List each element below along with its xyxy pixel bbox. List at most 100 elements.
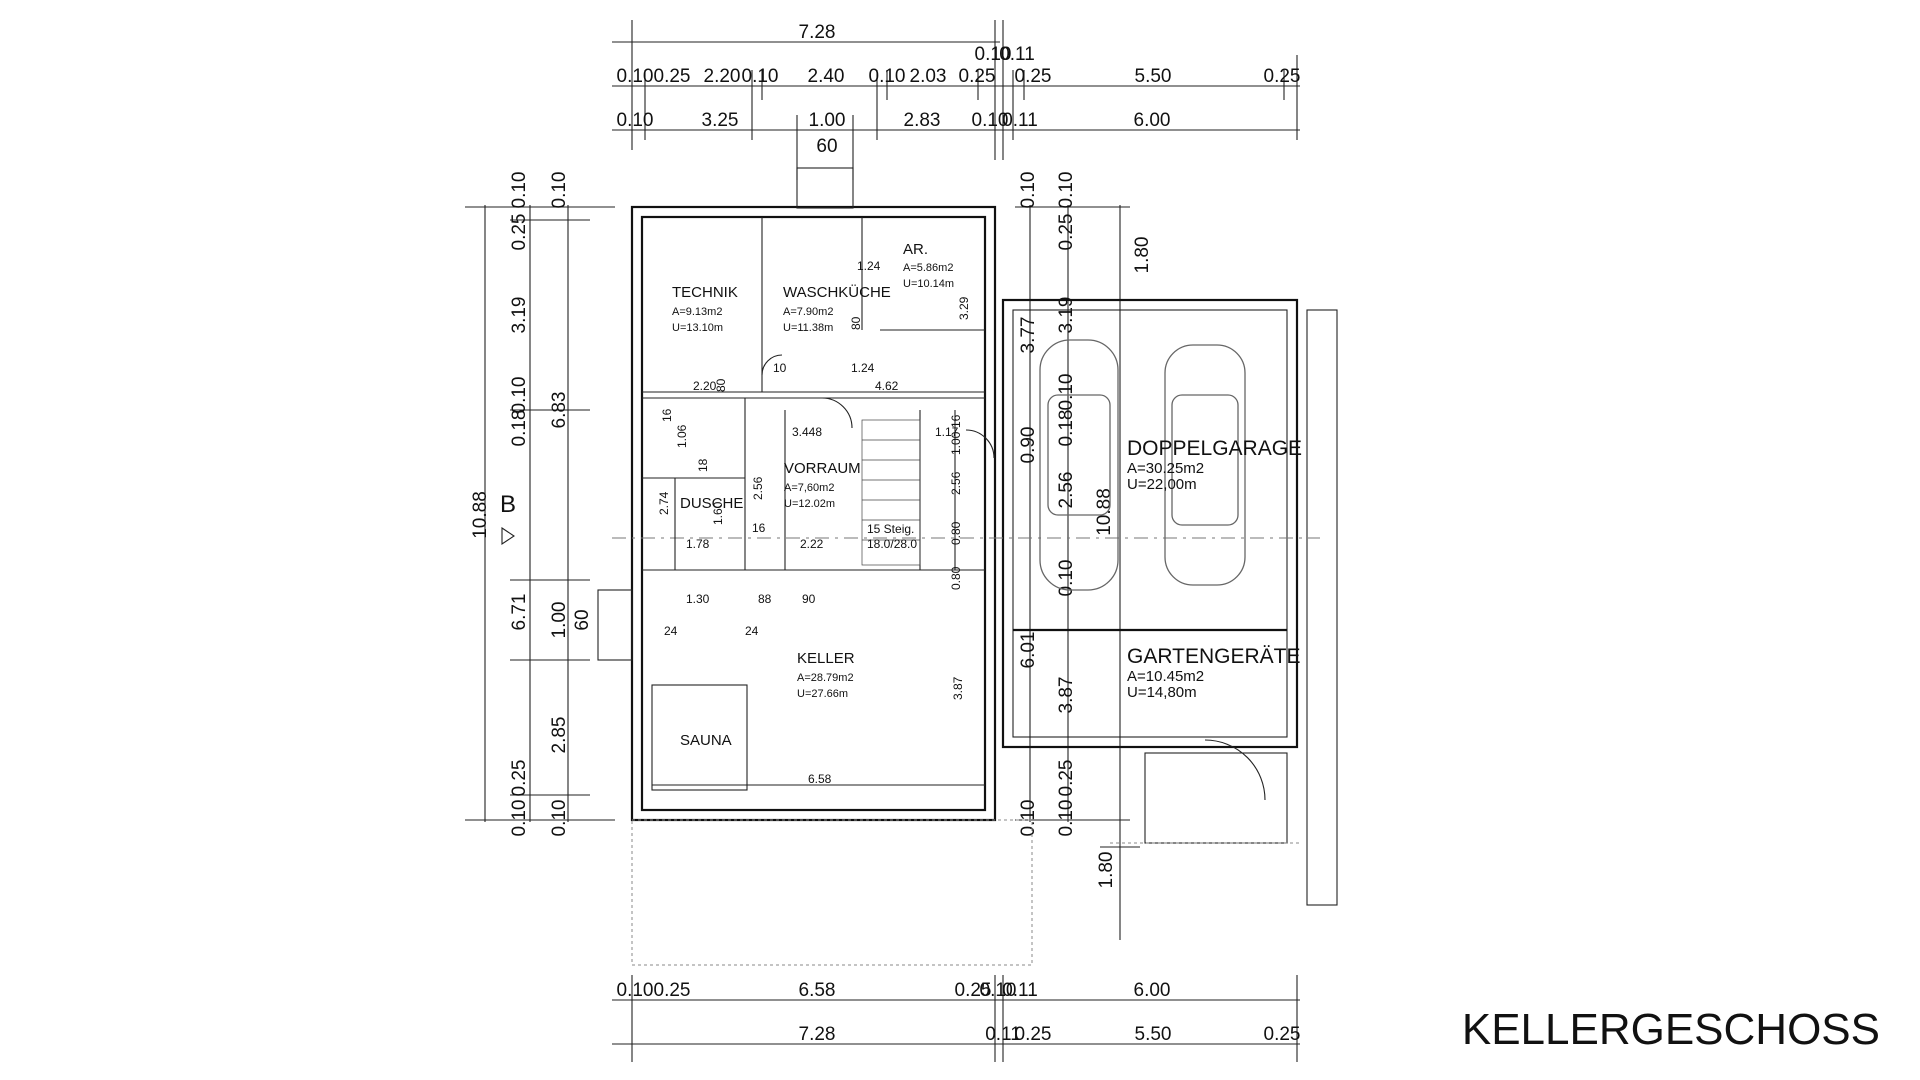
dim-label: 0.25 — [509, 214, 530, 251]
inner-dimension-labels: 1.24 3.29 80 10 1.24 4.62 2.20 80 16 3.4… — [657, 259, 971, 786]
dim-label: 18 — [696, 458, 710, 472]
building-walls — [597, 167, 1338, 966]
dim-label: 88 — [758, 592, 772, 606]
room-gartengeraete: GARTENGERÄTE A=10.45m2 U=14,80m — [1127, 645, 1300, 701]
dim-label: 5.50 — [1135, 1024, 1172, 1045]
dim-label: 1.24 — [851, 361, 875, 375]
bottom-dimension-lines — [612, 975, 1300, 1062]
dim-label: 24 — [664, 624, 678, 638]
dim-label: 0.10 — [509, 172, 530, 209]
dim-label: 1.78 — [686, 537, 710, 551]
dim-label: 3.87 — [1056, 677, 1077, 714]
room-name: WASCHKÜCHE — [783, 283, 891, 301]
room-perimeter: U=27.66m — [797, 688, 848, 700]
top-dimension-labels: 7.28 0.10 0.25 2.20 0.10 2.40 0.10 2.03 … — [617, 22, 1301, 157]
dim-label: 0.25 — [654, 980, 691, 1001]
dim-label: 24 — [745, 624, 759, 638]
dim-label: 0.10 — [1018, 172, 1039, 209]
room-sauna: SAUNA — [680, 732, 732, 749]
room-name: VORRAUM — [784, 460, 861, 477]
dim-label: 0.10 — [1056, 172, 1077, 209]
dim-label: 0.25 — [955, 980, 992, 1001]
dim-label: 6.00 — [1134, 980, 1171, 1001]
bottom-dimension-labels: 0.10 0.25 6.58 0.25 0.10 0.11 6.00 7.28 … — [617, 980, 1301, 1045]
dim-label: 2.03 — [910, 66, 947, 87]
room-vorraum: VORRAUM A=7,60m2 U=12.02m — [784, 460, 861, 510]
dim-label: 1.80 — [1096, 852, 1117, 889]
dim-label: 2.20 — [704, 66, 741, 87]
dim-label: 3.87 — [951, 676, 965, 700]
dim-label: 0.10 — [980, 980, 1017, 1001]
dim-label: 0.11 — [999, 44, 1035, 65]
dim-label: 1.00 — [549, 602, 570, 639]
dim-label: 10.88 — [1094, 488, 1115, 536]
dim-label: 2.56 — [751, 476, 765, 500]
dim-label: 0.25 — [509, 760, 530, 797]
room-area: A=9.13m2 — [672, 306, 722, 318]
dim-label: 0.18 — [1056, 410, 1077, 447]
room-perimeter: U=13.10m — [672, 322, 723, 334]
room-name: KELLER — [797, 650, 855, 667]
dim-label: 0.80 — [949, 566, 963, 590]
interior-partitions — [642, 217, 1266, 801]
dim-label: 0.25 — [1015, 1024, 1052, 1045]
dim-label: 0.10 — [869, 66, 906, 87]
drawing-title: KELLERGESCHOSS — [1462, 1005, 1880, 1054]
dim-label: 0.10 — [549, 800, 570, 837]
dim-label: 0.10 — [975, 44, 1012, 65]
dim-label: 6.83 — [549, 392, 570, 429]
dim-label: 0.10 — [742, 66, 779, 87]
dim-label: 0.25 — [654, 66, 691, 87]
dim-label: 0.11 — [985, 1024, 1021, 1045]
dim-label: 6.00 — [1134, 110, 1171, 131]
dim-label: 1.00 — [949, 431, 963, 455]
dim-label: 3.19 — [1056, 297, 1077, 334]
room-perimeter: U=11.38m — [783, 322, 833, 334]
dim-label: 3.19 — [509, 297, 530, 334]
dim-label: 0.25 — [1264, 66, 1301, 87]
dim-label: 5.50 — [1135, 66, 1172, 87]
room-abstellraum: AR. A=5.86m2 U=10.14m — [903, 241, 954, 290]
dim-label: 3.29 — [957, 296, 971, 320]
dim-label: 2.22 — [800, 537, 824, 551]
garage-cars — [1039, 339, 1246, 591]
dim-label: 0.10 — [617, 66, 654, 87]
dim-label: 0.10 — [617, 110, 654, 131]
left-dimension-lines — [465, 205, 615, 822]
dim-label: 0.25 — [1015, 66, 1052, 87]
dim-label: 0.25 — [959, 66, 996, 87]
dim-label: 3.25 — [702, 110, 739, 131]
stair-ratio: 18.0/28.0 — [867, 537, 917, 551]
room-technik: TECHNIK A=9.13m2 U=13.10m — [672, 284, 738, 334]
dim-label: 0.10 — [509, 377, 530, 414]
room-area: A=28.79m2 — [797, 672, 854, 684]
section-marker-label: B — [500, 491, 516, 518]
dim-label: 60 — [816, 136, 837, 157]
dim-label: 2.74 — [657, 491, 671, 515]
dim-label: 1.17 — [935, 425, 959, 439]
room-area: A=7.90m2 — [783, 306, 833, 318]
room-area: A=10.45m2 — [1127, 668, 1204, 685]
dim-label: 0.10 — [1056, 374, 1077, 411]
dim-label: 16 — [660, 408, 674, 422]
top-dimension-lines — [612, 20, 1300, 180]
dim-label: 1.00 — [809, 110, 846, 131]
dim-label: 0.10 — [1018, 800, 1039, 837]
room-perimeter: U=12.02m — [784, 498, 835, 510]
dim-label: 1.30 — [686, 592, 710, 606]
dim-label: 0.11 — [1002, 980, 1038, 1001]
dim-label: 2.20 — [693, 379, 717, 393]
dim-label: 0.18 — [509, 410, 530, 447]
room-name: DUSCHE — [680, 495, 743, 512]
room-perimeter: U=22,00m — [1127, 476, 1197, 493]
dim-label: 0.80 — [949, 521, 963, 545]
dim-label: 1.80 — [1132, 237, 1153, 274]
dim-label: 1.06 — [675, 424, 689, 448]
dim-label: 1.60 — [711, 501, 725, 525]
room-name: TECHNIK — [672, 284, 738, 301]
dim-label: 0.10 — [617, 980, 654, 1001]
dim-label: 4.62 — [875, 379, 899, 393]
dim-label: 0.10 — [972, 110, 1009, 131]
dim-label: 7.28 — [799, 1024, 836, 1045]
dim-label: 2.40 — [808, 66, 845, 87]
